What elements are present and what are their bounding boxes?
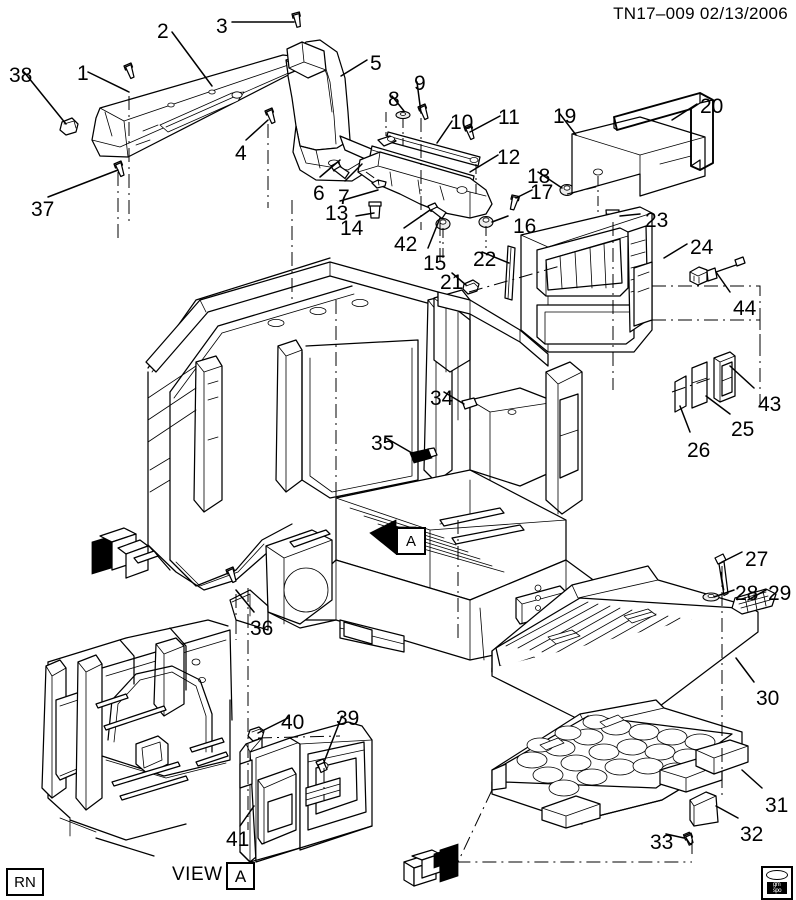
part-44-connector: [689, 256, 746, 286]
projection-lines: [117, 96, 761, 863]
section-arrow-letter-box: A: [396, 527, 426, 555]
part-16-nut: [478, 216, 494, 228]
part-25-trim-piece: [691, 361, 708, 409]
frt-arrow-indicator-left: [91, 527, 159, 579]
callout-number-38: 38: [9, 64, 33, 87]
part-36-screw: [225, 566, 237, 584]
part-20-trim-frame: [613, 92, 714, 171]
part-28-washer: [702, 592, 720, 602]
callout-number-24: 24: [690, 236, 714, 259]
callout-number-8: 8: [388, 88, 400, 111]
callout-number-19: 19: [553, 105, 577, 128]
part-31-load-floor-tray: [491, 699, 749, 829]
part-24-quarter-trim-panel: [520, 206, 653, 353]
part-41-quarter-trim-panel: [239, 721, 373, 863]
callout-number-14: 14: [340, 217, 364, 240]
part-30-load-floor-panel: [491, 565, 759, 721]
callout-number-41: 41: [226, 828, 250, 851]
view-a-label-text: VIEW: [172, 864, 223, 885]
callout-number-30: 30: [756, 687, 780, 710]
part-43-trim-piece: [713, 351, 736, 403]
part-32-cap: [689, 791, 719, 827]
callout-number-28: 28: [735, 582, 759, 605]
callout-number-20: 20: [700, 95, 724, 118]
callout-number-16: 16: [513, 215, 537, 238]
callout-number-17: 17: [530, 181, 554, 204]
part-35-clip: [409, 447, 438, 464]
callout-number-10: 10: [450, 111, 474, 134]
sheet-code-box: RN: [6, 868, 44, 896]
callout-number-2: 2: [157, 20, 169, 43]
callout-number-22: 22: [473, 248, 497, 271]
callout-number-34: 34: [430, 387, 454, 410]
part-12-trim-panel: [357, 151, 493, 219]
callout-number-12: 12: [497, 146, 521, 169]
callout-number-32: 32: [740, 823, 764, 846]
callout-number-18: 18: [527, 165, 551, 188]
part-3-bracket: [286, 41, 327, 79]
part-17-screw: [504, 191, 523, 212]
callout-number-33: 33: [650, 831, 674, 854]
frt-arrow-indicator-bottom: [403, 843, 459, 887]
part-13-clip: [371, 179, 387, 189]
callout-number-39: 39: [336, 707, 360, 730]
callout-number-21: 21: [440, 271, 464, 294]
part-34-bracket: [461, 397, 478, 410]
part-8-washer: [395, 110, 411, 120]
view-a-label-letter: A: [226, 862, 255, 890]
logo-oval: [766, 870, 788, 880]
part-2-roof-rail-trim: [91, 54, 303, 158]
callout-number-3: 3: [216, 15, 228, 38]
callout-number-43: 43: [758, 393, 782, 416]
main-body-rear-structure: [145, 257, 597, 661]
callout-number-31: 31: [765, 794, 789, 817]
part-22-rod: [504, 245, 516, 301]
callout-number-11: 11: [498, 106, 520, 129]
callout-number-15: 15: [423, 252, 447, 275]
callout-number-29: 29: [768, 582, 792, 605]
callout-number-9: 9: [414, 72, 426, 95]
callout-number-26: 26: [687, 439, 711, 462]
callout-number-44: 44: [733, 297, 757, 320]
callout-number-23: 23: [645, 209, 669, 232]
callout-leader-lines: [23, 21, 767, 839]
callout-number-37: 37: [31, 198, 55, 221]
part-33-screw: [682, 831, 694, 846]
fastener-37-screw: [113, 160, 125, 178]
part-14-plug: [368, 201, 382, 219]
part-39-screw: [315, 758, 328, 774]
part-26-trim-piece: [674, 375, 687, 413]
drawing-number-date: TN17–009 02/13/2006: [613, 4, 788, 23]
callout-number-1: 1: [77, 62, 89, 85]
callout-number-5: 5: [370, 52, 382, 75]
callout-number-40: 40: [281, 711, 305, 734]
fastener-3-screw: [289, 10, 303, 29]
fastener-1-screw: [123, 62, 135, 80]
part-19-compartment-panel: [571, 116, 706, 197]
projection-lines-secondary: [365, 112, 601, 258]
part-29-tiedown-plate: [731, 588, 777, 615]
callout-number-7: 7: [338, 186, 350, 209]
callout-number-42: 42: [394, 233, 418, 256]
callout-number-6: 6: [313, 182, 325, 205]
part-42-screw: [427, 202, 447, 220]
callout-number-13: 13: [325, 202, 349, 225]
view-a-inner-body: [41, 619, 233, 857]
callout-number-27: 27: [745, 548, 769, 571]
callout-number-4: 4: [235, 142, 247, 165]
callout-number-25: 25: [731, 418, 755, 441]
callout-number-35: 35: [371, 432, 395, 455]
callout-number-36: 36: [250, 617, 274, 640]
